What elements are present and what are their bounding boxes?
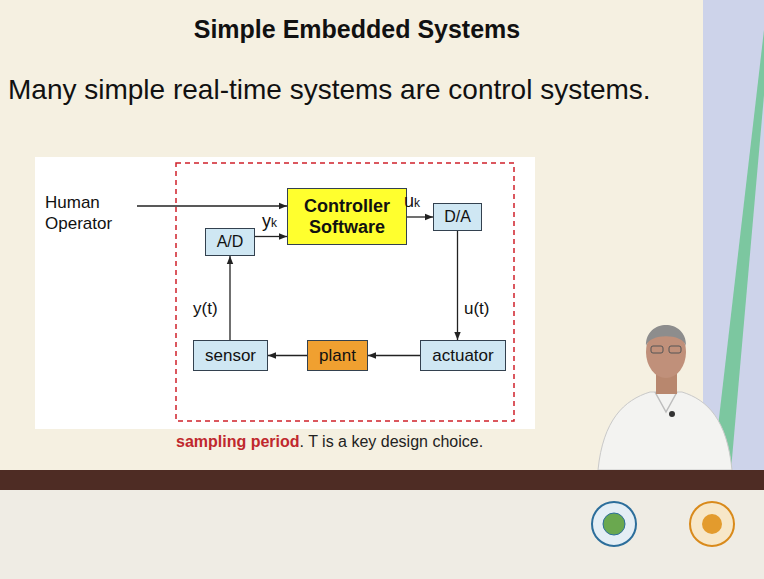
glasses	[669, 346, 681, 353]
node-text: sensor	[205, 346, 256, 366]
node-text: D/A	[444, 208, 471, 226]
signal-arrow	[368, 355, 420, 356]
signal-name: u(t)	[464, 300, 490, 319]
presenter-hair	[646, 325, 686, 346]
actuator-box: actuator	[420, 340, 506, 371]
signal-arrow	[268, 355, 307, 356]
converter-box: D/A	[433, 203, 482, 231]
signal-arrow	[457, 231, 458, 340]
plant-box: plant	[307, 340, 368, 371]
controller-box: Controller Software	[287, 188, 407, 245]
node-text: Controller Software	[295, 196, 399, 237]
institute-logo	[592, 502, 636, 546]
shirt-collar	[655, 392, 677, 412]
glasses	[651, 346, 663, 353]
sensor-box: sensor	[193, 340, 268, 371]
slide-ground	[0, 0, 764, 470]
presenter-shirt	[598, 392, 732, 470]
signal-arrow	[407, 216, 433, 217]
signal-arrow	[255, 236, 287, 237]
footer-bar	[0, 470, 764, 490]
nptel-logo	[690, 502, 734, 546]
microphone	[669, 411, 675, 417]
node-text: A/D	[217, 233, 244, 251]
slide-title: Simple Embedded Systems	[0, 14, 714, 45]
node-text: actuator	[432, 346, 493, 366]
side-band	[703, 0, 764, 470]
operator-label: Human Operator	[45, 192, 145, 235]
system-boundary	[176, 163, 514, 421]
operator-arrow	[137, 205, 287, 206]
signal-name: y(t)	[193, 300, 218, 319]
presenter-figure	[598, 325, 732, 470]
signal-name: yk	[262, 212, 277, 230]
signal-arrow	[229, 256, 230, 340]
signal-name: uk	[404, 192, 420, 210]
converter-box: A/D	[205, 228, 255, 256]
presenter-head	[646, 326, 686, 378]
nptel-logo	[702, 514, 722, 534]
caption-highlight: sampling period	[176, 432, 300, 452]
diagram-panel	[35, 157, 535, 429]
institute-logo	[603, 513, 625, 535]
node-text: plant	[319, 346, 356, 366]
footer-ground	[0, 490, 764, 579]
side-stripe	[713, 30, 764, 470]
caption-text: . T is a key design choice.	[300, 432, 484, 452]
subtitle: Many simple real-time systems are contro…	[8, 72, 651, 107]
